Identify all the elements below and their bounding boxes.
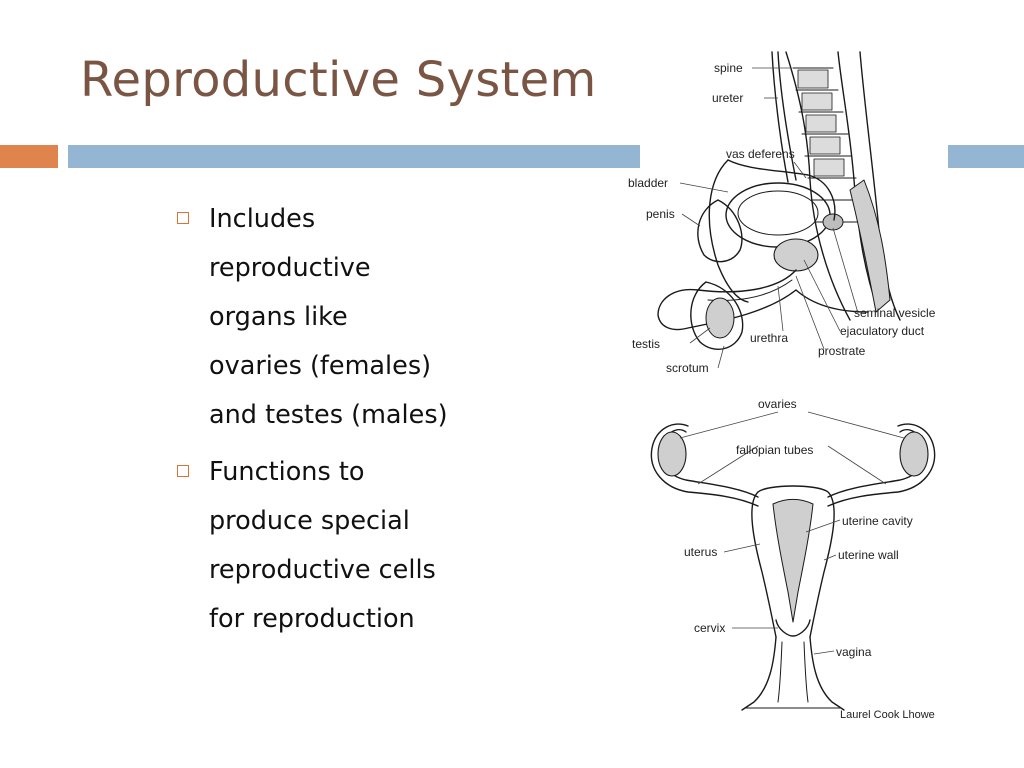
label-vas-deferens: vas deferens — [726, 147, 795, 161]
label-ejaculatory-duct: ejaculatory duct — [840, 324, 925, 338]
bullet-line: for reproduction — [209, 604, 415, 634]
bullet-line: reproductive — [209, 253, 371, 283]
bullet-item-functions: Functions to produce special reproductiv… — [175, 448, 515, 644]
bullet-line: ovaries (females) — [209, 351, 432, 381]
label-vagina: vagina — [836, 645, 872, 659]
bullet-list: Includes reproductive organs like ovarie… — [175, 195, 515, 652]
label-uterine-wall: uterine wall — [838, 548, 899, 562]
label-fallopian-tubes: fallopian tubes — [736, 443, 813, 457]
accent-bar-blue-right — [948, 145, 1024, 168]
bullet-line: organs like — [209, 302, 348, 332]
accent-bar-orange — [0, 145, 58, 168]
female-reproductive-diagram: ovaries fallopian tubes uterine cavity u… — [650, 397, 936, 721]
square-bullet-icon — [177, 465, 189, 477]
label-bladder: bladder — [628, 176, 668, 190]
label-cervix: cervix — [694, 621, 725, 635]
bullet-line: Includes — [209, 204, 316, 234]
label-testis: testis — [632, 337, 660, 351]
image-credit: Laurel Cook Lhowe — [840, 709, 935, 721]
label-penis: penis — [646, 207, 675, 221]
bullet-line: and testes (males) — [209, 400, 448, 430]
label-ureter: ureter — [712, 91, 743, 105]
label-uterus: uterus — [684, 545, 717, 559]
label-ovaries: ovaries — [758, 397, 797, 411]
male-reproductive-diagram: spine ureter vas deferens bladder penis … — [628, 51, 936, 375]
bullet-item-organs: Includes reproductive organs like ovarie… — [175, 195, 515, 440]
square-bullet-icon — [177, 212, 189, 224]
slide-title: Reproductive System — [80, 52, 597, 108]
label-prostrate: prostrate — [818, 344, 866, 358]
bullet-line: produce special — [209, 506, 410, 536]
bullet-line: Functions to — [209, 457, 365, 487]
label-urethra: urethra — [750, 331, 788, 345]
accent-bar-blue-left — [68, 145, 640, 168]
label-scrotum: scrotum — [666, 361, 709, 375]
label-seminal-vesicle: seminal vesicle — [854, 306, 936, 320]
label-uterine-cavity: uterine cavity — [842, 514, 913, 528]
bullet-line: reproductive cells — [209, 555, 436, 585]
label-spine: spine — [714, 61, 743, 75]
